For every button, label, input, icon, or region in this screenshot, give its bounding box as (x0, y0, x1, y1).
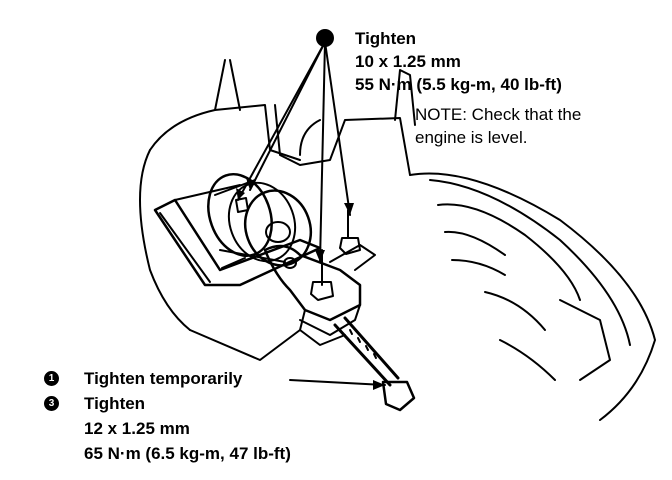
top-callout-title: Tighten (355, 29, 417, 48)
top-callout-size: 10 x 1.25 mm (355, 52, 461, 71)
bottom-callout-label-3: Tighten (84, 394, 146, 413)
top-callout-note-1: NOTE: Check that the (415, 105, 582, 124)
transmission-housing (139, 59, 656, 421)
step-3-bullet-icon: 3 (44, 396, 59, 411)
leader-lines (237, 41, 386, 386)
arrowheads (236, 178, 385, 390)
top-callout-torque: 55 N·m (5.5 kg-m, 40 lb-ft) (355, 75, 562, 94)
mount-arm (263, 244, 376, 346)
step-1-bullet-icon: 1 (44, 371, 59, 386)
mount-nuts (235, 197, 361, 301)
bottom-callout-label-1: Tighten temporarily (84, 369, 243, 388)
through-bolt (333, 316, 416, 412)
bottom-callout-size: 12 x 1.25 mm (84, 419, 190, 438)
rubber-mount (207, 172, 313, 267)
bottom-callout-torque: 65 N·m (6.5 kg-m, 47 lb-ft) (84, 444, 291, 463)
top-callout-note-2: engine is level. (415, 128, 528, 147)
step-2-marker (316, 29, 334, 47)
